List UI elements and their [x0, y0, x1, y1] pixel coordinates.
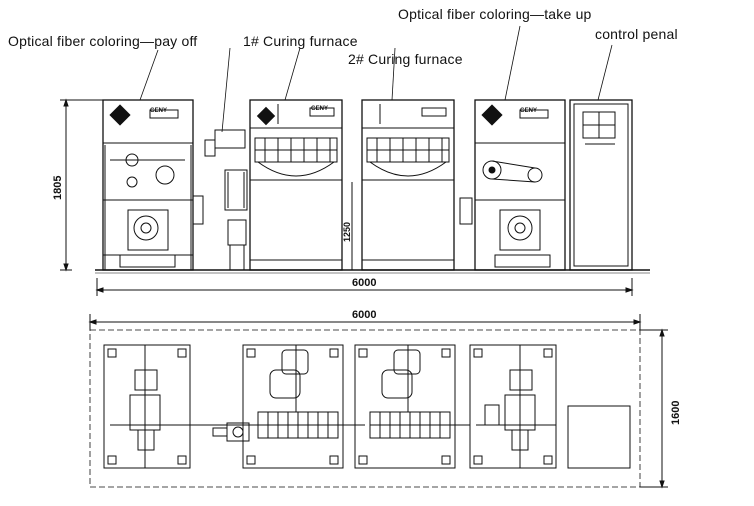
pay-off-plan	[103, 344, 191, 469]
curing-furnace-2	[361, 99, 455, 271]
take-up-label: Optical fiber coloring—take up	[398, 6, 592, 22]
take-up-plan	[469, 344, 557, 469]
curing-furnace-1	[249, 99, 343, 271]
plan-view	[88, 314, 668, 489]
plan-width-value: 6000	[352, 309, 377, 321]
elevation-height-dimension	[60, 98, 353, 272]
elevation-view	[60, 25, 650, 296]
brand-label-takeup: GENY	[520, 108, 538, 114]
elevation-width-value: 6000	[352, 277, 377, 289]
plan-depth-dimension	[640, 328, 668, 489]
take-up-machine	[459, 99, 566, 271]
plan-width-dimension	[88, 314, 642, 330]
table-height-value: 1250	[342, 221, 352, 242]
brand-label-furnace: GENY	[311, 106, 329, 112]
pay-off-machine	[102, 99, 194, 271]
guide-plan	[190, 422, 250, 442]
pay-off-label: Optical fiber coloring—pay off	[8, 33, 198, 49]
elevation-height-value: 1805	[52, 175, 64, 200]
control-panel-label: control penal	[595, 26, 678, 42]
curing-furnace-2-label: 2# Curing furnace	[348, 51, 463, 67]
curing-furnace-1-label: 1# Curing furnace	[243, 33, 358, 49]
plan-depth-value: 1600	[670, 400, 682, 425]
brand-label-payoff: GENY	[150, 108, 168, 114]
control-panel-plan	[567, 405, 631, 469]
elevation-width-dimension	[95, 278, 634, 296]
curing-furnace-2-plan	[354, 344, 470, 469]
curing-furnace-1-plan	[242, 344, 365, 469]
control-panel	[569, 99, 633, 271]
fiber-guide-unit	[192, 129, 248, 270]
